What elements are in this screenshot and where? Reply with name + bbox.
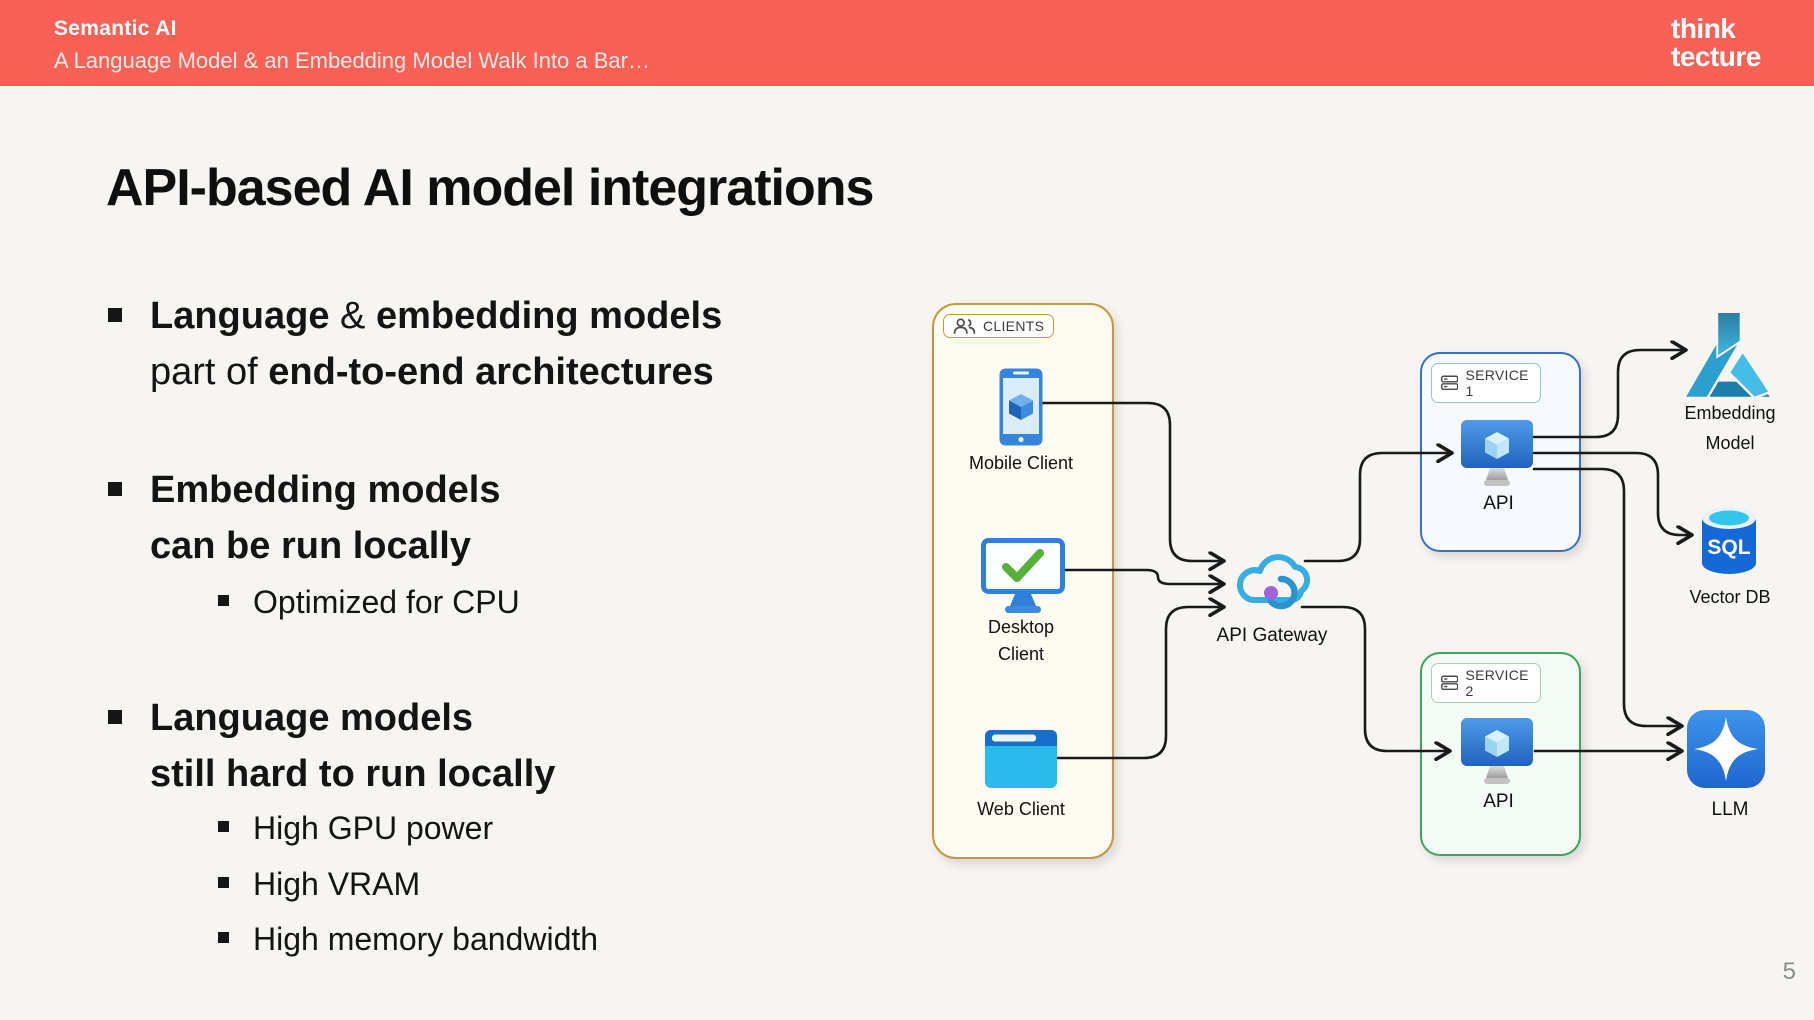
service2-api-label: API xyxy=(1483,791,1514,812)
service2-api-icon xyxy=(1461,718,1533,784)
bullet-text: Optimized for CPU xyxy=(253,584,520,620)
server-icon xyxy=(1441,375,1459,391)
page-title: API-based AI model integrations xyxy=(106,159,874,217)
bullet-text: High memory bandwidth xyxy=(253,921,599,957)
bullet-text: Language & embedding models part of end-… xyxy=(150,288,722,400)
logo-line-1: think xyxy=(1671,13,1736,44)
embedding-model-label: Embedding Model xyxy=(1684,403,1776,453)
web-client-label: Web Client xyxy=(977,799,1065,819)
clients-chip-layer: CLIENTS xyxy=(932,303,1110,855)
api-gateway-icon xyxy=(1236,554,1311,610)
server-icon xyxy=(1441,675,1459,691)
thinktecture-logo: think tecture xyxy=(1671,15,1761,71)
bullet-line: part of end-to-end architectures xyxy=(150,351,714,393)
bullet-architectures: Language & embedding models part of end-… xyxy=(108,288,928,400)
sql-text: SQL xyxy=(1707,536,1750,559)
service1-chip: SERVICE 1 xyxy=(1431,363,1542,403)
bullet-line: still hard to run locally xyxy=(150,753,556,795)
bullet-line: can be run locally xyxy=(150,525,471,567)
embedding-model-icon xyxy=(1680,312,1774,398)
bullet-marker xyxy=(108,710,122,724)
web-client-icon xyxy=(985,730,1057,788)
service1-api-label: API xyxy=(1483,493,1514,514)
bullet-marker xyxy=(218,821,229,832)
bullet-marker xyxy=(218,932,229,943)
service1-api-icon xyxy=(1461,420,1533,486)
service2-chip: SERVICE 2 xyxy=(1431,663,1542,703)
page-number: 5 xyxy=(1782,958,1796,985)
bullet-text: High VRAM xyxy=(253,866,421,902)
people-icon xyxy=(953,318,976,334)
bullet-embedding-local: Embedding models can be run locally xyxy=(108,462,928,574)
service1-chip-label: SERVICE 1 xyxy=(1465,367,1529,399)
llm-label: LLM xyxy=(1711,799,1749,820)
deck-subtitle: A Language Model & an Embedding Model Wa… xyxy=(54,48,650,73)
desktop-client-icon xyxy=(981,538,1065,613)
deck-kicker: Semantic AI xyxy=(54,17,177,40)
clients-chip: CLIENTS xyxy=(943,314,1055,338)
bullet-optimized-cpu: Optimized for CPU xyxy=(218,580,1038,624)
mobile-client-label: Mobile Client xyxy=(968,453,1074,473)
bullet-language-local: Language models still hard to run locall… xyxy=(108,690,928,802)
llm-icon xyxy=(1687,710,1765,788)
bullet-marker xyxy=(218,595,229,606)
bullet-gpu-power: High GPU power xyxy=(218,806,1038,850)
vector-db-label: Vector DB xyxy=(1689,587,1771,607)
vector-db-icon: SQL xyxy=(1702,507,1756,574)
bullet-vram: High VRAM xyxy=(218,862,1038,906)
bullet-line: Language & embedding models xyxy=(150,295,723,337)
bullet-text: Language models still hard to run locall… xyxy=(150,690,555,802)
clients-chip-label: CLIENTS xyxy=(983,318,1045,334)
bullet-memory-bandwidth: High memory bandwidth xyxy=(218,917,1038,961)
bullet-line: Language models xyxy=(150,697,474,739)
header-bar: Semantic AI A Language Model & an Embedd… xyxy=(0,0,1814,86)
bullet-marker xyxy=(108,308,122,322)
bullet-marker xyxy=(218,877,229,888)
api-gateway-label: API Gateway xyxy=(1216,625,1328,646)
bullet-marker xyxy=(108,482,122,496)
bullet-text: High GPU power xyxy=(253,810,494,846)
desktop-client-label: Desktop Client xyxy=(987,617,1055,664)
bullet-text: Embedding models can be run locally xyxy=(150,462,500,574)
service2-chip-label: SERVICE 2 xyxy=(1465,667,1529,699)
logo-line-2: tecture xyxy=(1671,41,1761,72)
mobile-client-icon xyxy=(999,368,1043,446)
bullet-line: Embedding models xyxy=(150,469,501,511)
